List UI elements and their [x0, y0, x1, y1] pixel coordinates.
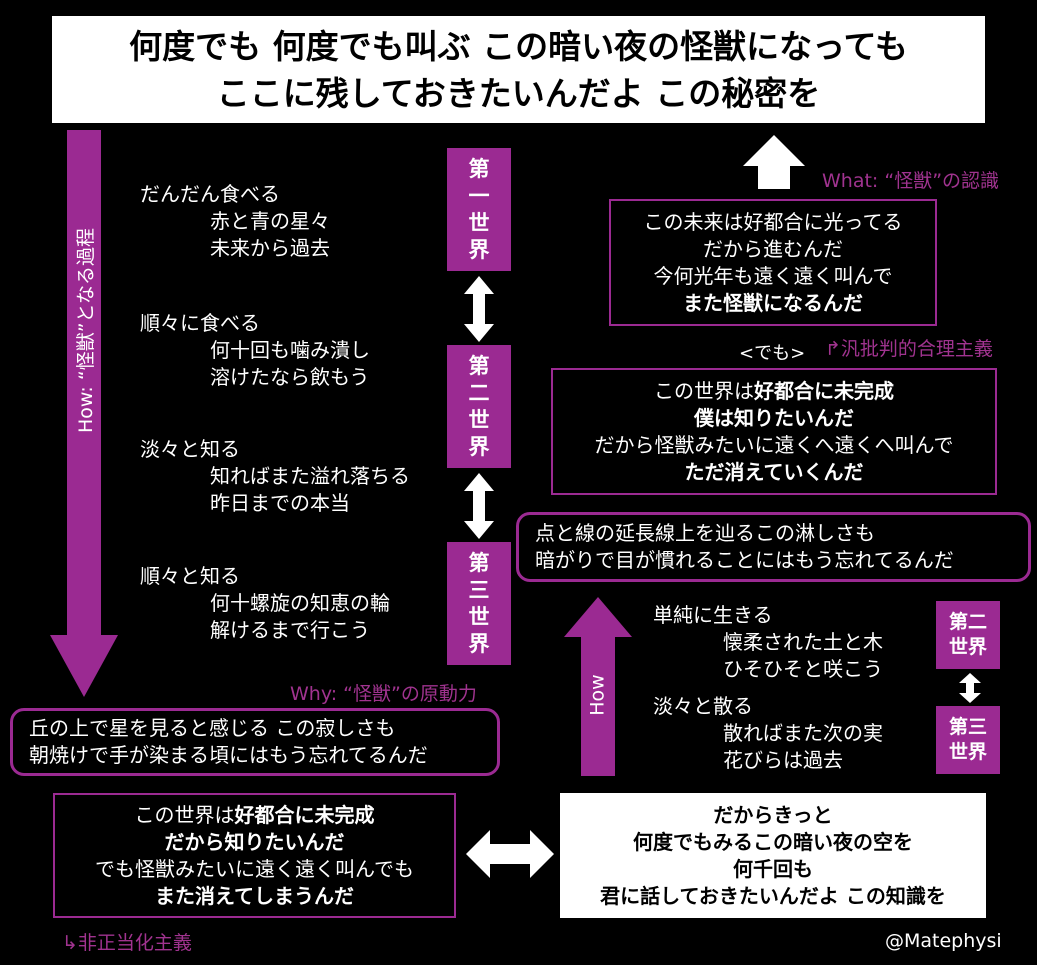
up-arrow-white: [743, 135, 805, 189]
double-arrow-vertical-1: [464, 276, 494, 342]
lyric-line: 懐柔された土と木: [723, 630, 883, 654]
lyric-line: 昨日までの本当: [210, 491, 350, 515]
lyric-line: 知ればまた溢れ落ちる: [210, 464, 410, 488]
title-line-1: 何度でも 何度でも叫ぶ この暗い夜の怪獣になっても: [129, 26, 908, 66]
loneliness-box: 点と線の延長線上を辿るこの淋しさも 暗がりで目が慣れることにはもう忘れてるんだ: [516, 512, 1031, 582]
lyric-line: 解けるまで行こう: [210, 618, 370, 642]
second-world-small-box: 第二 世界: [936, 601, 1000, 669]
lyric-line: 溶けたなら飲もう: [210, 365, 370, 389]
double-arrow-horizontal: [466, 830, 554, 878]
knowledge-box: だからきっと 何度でもみるこの暗い夜の空を 何千回も 君に話しておきたいんだよ …: [560, 793, 986, 918]
lyric-block-2: 順々に食べる 何十回も噛み潰し 溶けたなら飲もう: [140, 310, 370, 391]
lyric-block-3: 淡々と知る 知ればまた溢れ落ちる 昨日までの本当: [140, 436, 410, 517]
lyric-head: 淡々と散る: [653, 694, 753, 718]
how-process-label: How: “怪獣”となる過程: [74, 227, 97, 433]
lyric-line: 花びらは過去: [723, 748, 843, 772]
lyric-line: 散ればまた次の実: [723, 721, 883, 745]
future-box: この未来は好都合に光ってる だから進むんだ 今何光年も遠く遠く叫んで また怪獣に…: [609, 199, 937, 326]
lyric-head: 順々と知る: [140, 564, 240, 588]
why-label: Why: “怪獣”の原動力: [290, 683, 477, 705]
third-world-small-box: 第三 世界: [936, 706, 1000, 774]
lyric-block-4: 順々と知る 何十螺旋の知恵の輪 解けるまで行こう: [140, 563, 390, 644]
lyric-line: 何十螺旋の知恵の輪: [210, 591, 390, 615]
first-world-box: 第 一 世 界: [447, 148, 511, 271]
third-world-box: 第 三 世 界: [447, 542, 511, 665]
title-line-2: ここに残しておきたいんだよ この秘密を: [216, 73, 821, 113]
what-label: What: “怪獣”の認識: [822, 170, 1000, 192]
lyric-head: 淡々と知る: [140, 437, 240, 461]
how-up-arrow: [564, 597, 632, 776]
why-box: 丘の上で星を見ると感じる この寂しさも 朝焼けで手が染まる頃にはもう忘れてるんだ: [10, 708, 500, 776]
how-down-arrow: [50, 130, 118, 697]
but-label: <でも>: [739, 343, 806, 364]
lyric-line: 赤と青の星々: [210, 209, 330, 233]
lyric-head: だんだん食べる: [140, 182, 280, 206]
title-banner: 何度でも 何度でも叫ぶ この暗い夜の怪獣になっても ここに残しておきたいんだよ …: [52, 16, 985, 123]
lyric-block-1: だんだん食べる 赤と青の星々 未来から過去: [140, 181, 330, 262]
lyric-right-block-2: 淡々と散る 散ればまた次の実 花びらは過去: [653, 693, 883, 774]
lyric-line: ひそひそと咲こう: [723, 657, 883, 681]
lyric-line: 何十回も噛み潰し: [210, 338, 370, 362]
incomplete-world-box: この世界は好都合に未完成 僕は知りたいんだ だから怪獣みたいに遠くへ遠くへ叫んで…: [551, 368, 997, 495]
lyric-head: 単純に生きる: [653, 603, 773, 627]
non-justification-label: ↳非正当化主義: [62, 932, 192, 954]
lyric-head: 順々に食べる: [140, 311, 260, 335]
how-label: How: [587, 674, 610, 716]
lyric-line: 未来から過去: [210, 236, 330, 260]
second-world-box: 第 二 世 界: [447, 345, 511, 468]
credit: @Matephysi: [885, 930, 1002, 952]
double-arrow-vertical-2: [464, 473, 494, 539]
lyric-right-block-1: 単純に生きる 懐柔された土と木 ひそひそと咲こう: [653, 602, 883, 683]
non-justification-box: この世界は好都合に未完成 だから知りたいんだ でも怪獣みたいに遠く遠く叫んでも …: [53, 793, 456, 918]
critical-rationalism-label: ↱汎批判的合理主義: [825, 338, 993, 360]
double-arrow-small: [959, 673, 981, 703]
